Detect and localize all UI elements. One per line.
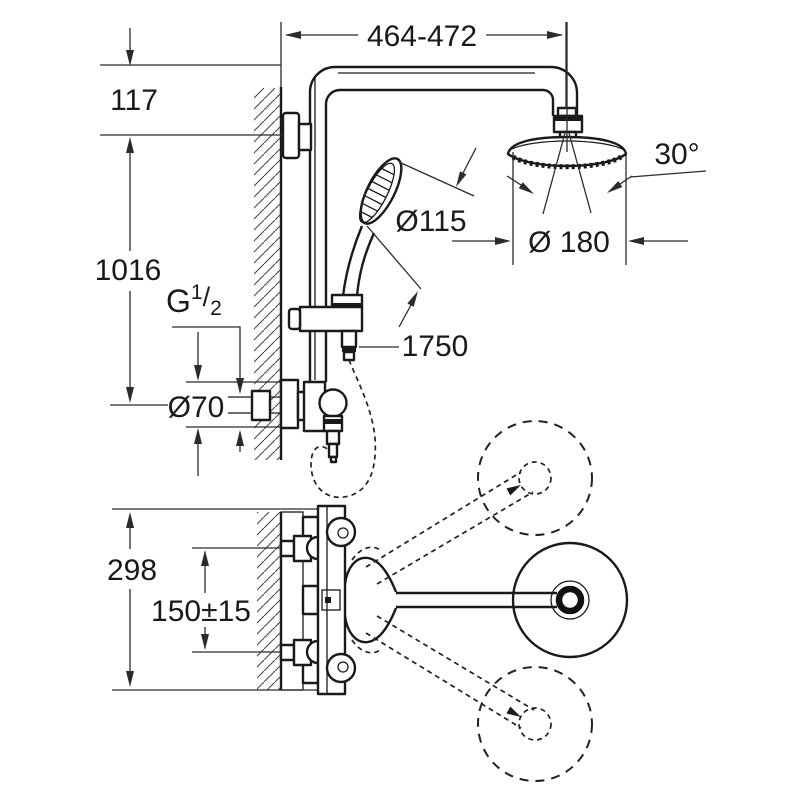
thermostat-body-top-view <box>279 504 357 696</box>
dim-overall-depth: 298 <box>107 508 318 691</box>
dim-arm-reach: 464-472 <box>280 20 567 108</box>
wall-union-elbow <box>228 378 348 464</box>
dim-connection-centers: 150±15 <box>151 547 281 653</box>
elbow-ball <box>318 388 348 418</box>
supply-union-nut <box>250 389 272 422</box>
dim-hand-shower-label: Ø115 <box>395 205 466 238</box>
spray-cone-lines <box>542 22 592 215</box>
dim-head-offset-label: 117 <box>110 84 158 117</box>
top-wall-hatch <box>257 512 281 690</box>
handle-knob-bottom <box>325 652 357 684</box>
dim-thread-label: G1/2 <box>166 281 222 320</box>
head-shower-top-view <box>511 541 629 659</box>
dim-arm-reach-label: 464-472 <box>367 20 477 53</box>
dim-connection-centers-label: 150±15 <box>151 595 251 628</box>
handle-knob-top <box>325 516 357 548</box>
union-bump-bottom <box>305 639 319 665</box>
union-bump-top <box>305 535 319 561</box>
spray-nozzle-band <box>511 154 623 170</box>
dim-escutcheon: Ø70 <box>168 332 281 476</box>
wall-escutcheon <box>279 378 300 430</box>
top-view: 298 150±15 <box>107 420 629 782</box>
dim-escutcheon-label: Ø70 <box>168 391 225 424</box>
dim-swivel-angle: 30° <box>506 138 707 194</box>
hand-shower-handle <box>341 225 364 297</box>
shower-outlet-arm <box>343 541 629 659</box>
wall-bracket <box>281 111 313 160</box>
dim-head-shower: Ø 180 <box>452 152 688 265</box>
dim-swivel-angle-label: 30° <box>654 138 699 171</box>
dim-overall-depth-label: 298 <box>107 554 157 587</box>
swivel-positions <box>351 420 593 782</box>
slide-bar-glider <box>287 293 364 362</box>
trumpet-escutcheon <box>343 556 398 593</box>
dim-thread: G1/2 <box>166 281 244 452</box>
front-view: 464-472 117 1016 G1/2 <box>95 20 707 499</box>
dim-hose-length-label: 1750 <box>402 330 469 363</box>
dim-riser-height: 1016 <box>95 137 168 406</box>
hand-shower-spray-spokes <box>359 167 395 219</box>
dim-riser-height-label: 1016 <box>95 254 162 287</box>
ball-joint-hub <box>555 585 585 615</box>
hand-shower-face <box>358 162 396 224</box>
swivel-position-upper <box>477 420 593 536</box>
hose-nipple <box>340 329 358 349</box>
dim-head-shower-label: Ø 180 <box>528 226 610 259</box>
dim-head-offset: 117 <box>100 28 283 136</box>
dim-hand-shower: Ø115 <box>366 147 477 328</box>
dim-hose-length: 1750 <box>359 330 468 363</box>
hand-shower <box>341 157 403 297</box>
swivel-position-lower <box>477 666 593 782</box>
